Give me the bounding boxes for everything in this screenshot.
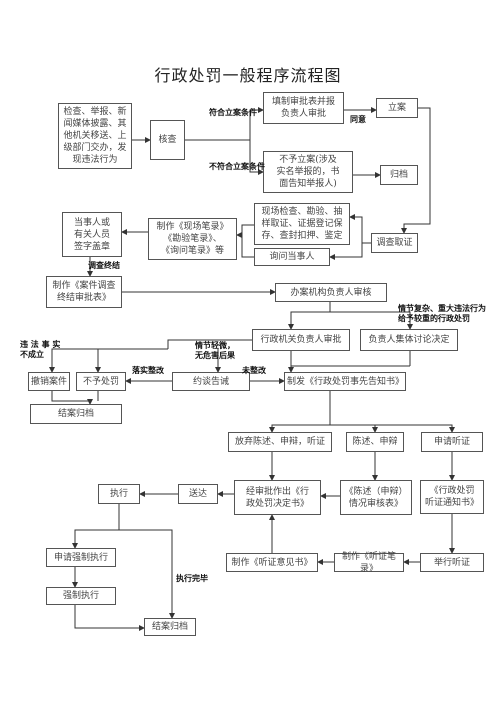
agency-approve-box: 行政机关负责人审批 — [252, 329, 350, 351]
no-case-box: 不予立案(涉及 实名举报的，书 面告知举报人) — [263, 151, 353, 193]
hold-hearing-box: 举行听证 — [420, 553, 484, 572]
dept-review-box: 办案机构负责人审核 — [275, 283, 387, 302]
request-hearing-box: 申请听证 — [421, 432, 483, 452]
label-minor-case: 情节轻微， 无危害后果 — [195, 341, 235, 360]
waive-box: 放弃陈述、申辩，听证 — [228, 432, 332, 452]
label-illegal-not-established: 违 法 事 实 不成立 — [20, 340, 61, 359]
label-execution-done: 执行完毕 — [176, 574, 208, 583]
close-box-2: 结案归档 — [144, 618, 196, 636]
revoke-box: 撤销案件 — [28, 372, 70, 391]
decision-box: 经审批作出《行 政处罚决定书》 — [234, 480, 321, 515]
opinion-box: 制作《听证意见书》 — [226, 553, 318, 572]
hearing-record-box: 制作《听证笔录》 — [334, 552, 404, 574]
fill-form-box: 填制审批表并报 负责人审批 — [263, 92, 344, 124]
onsite-box: 现场检查、勘验、抽 样取证、证据登记保 存、查封扣押、鉴定 — [254, 203, 350, 245]
label-not-meet-conditions: 不符合立案条件 — [209, 162, 265, 171]
label-complex-case: 情节复杂、重大违法行为 给予较重的行政处罚 — [398, 304, 486, 323]
final-report-box: 制作《案件调查 终结审批表》 — [46, 276, 122, 308]
label-meet-conditions: 符合立案条件 — [209, 108, 257, 117]
make-records-box: 制作《现场笔录》 《勘验笔录》、 《询问笔录》等 — [148, 218, 237, 260]
notice-box: 制发《行政处罚事先告知书》 — [284, 372, 406, 391]
label-rectified: 落实整改 — [132, 366, 164, 375]
hearing-notice-box: 《行政处罚 听证通知书》 — [420, 480, 484, 514]
investigate-box: 调查取证 — [371, 233, 418, 253]
inspect-box: 核查 — [150, 120, 185, 160]
label-end-investigation: 调查终结 — [88, 261, 120, 270]
file-case-box: 立案 — [376, 98, 418, 118]
party-sign-box: 当事人或 有关人员 签字盖章 — [62, 212, 122, 257]
statement-box: 陈述、申辩 — [346, 432, 404, 452]
label-agree: 同意 — [350, 115, 366, 124]
review-form-box: 《陈述（申辩） 情况审核表》 — [340, 480, 412, 515]
serve-box: 送达 — [178, 484, 218, 504]
question-box: 询问当事人 — [254, 248, 330, 266]
enforce-box: 强制执行 — [46, 587, 116, 605]
page-title: 行政处罚一般程序流程图 — [154, 66, 342, 85]
archive-box-1: 归档 — [380, 165, 418, 185]
source-box: 检查、举报、新 闻媒体披露、其 他机关移送、上 级部门交办，发 现违法行为 — [58, 103, 132, 169]
collective-box: 负责人集体讨论决定 — [360, 329, 458, 351]
interview-box: 约谈告诫 — [172, 372, 250, 391]
label-not-rectified: 未整改 — [242, 366, 266, 375]
execute-box: 执行 — [98, 484, 140, 504]
no-penalty-box: 不予处罚 — [76, 372, 126, 391]
apply-enforce-box: 申请强制执行 — [46, 548, 116, 567]
close-box-1: 结案归档 — [30, 404, 122, 424]
